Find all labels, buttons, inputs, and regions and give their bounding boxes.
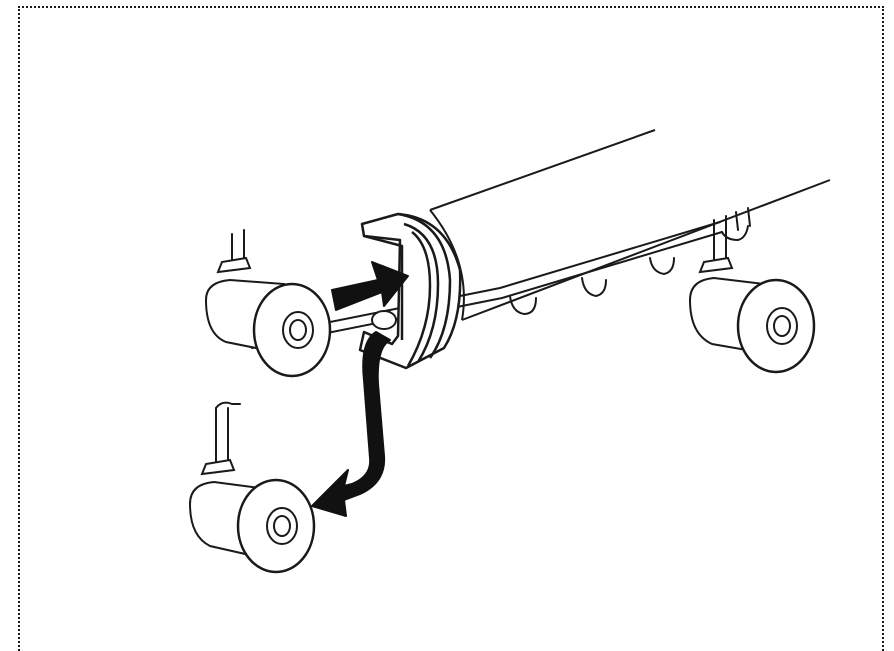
rack-wheel-detached [188,401,316,574]
remove-arrow [311,310,397,517]
rail-end-stopper-cap [358,212,462,370]
rack-wheel-front-left [204,229,332,378]
rack-wheel-right [688,215,816,374]
dotted-frame [18,6,884,651]
insert-arrow [331,261,409,311]
